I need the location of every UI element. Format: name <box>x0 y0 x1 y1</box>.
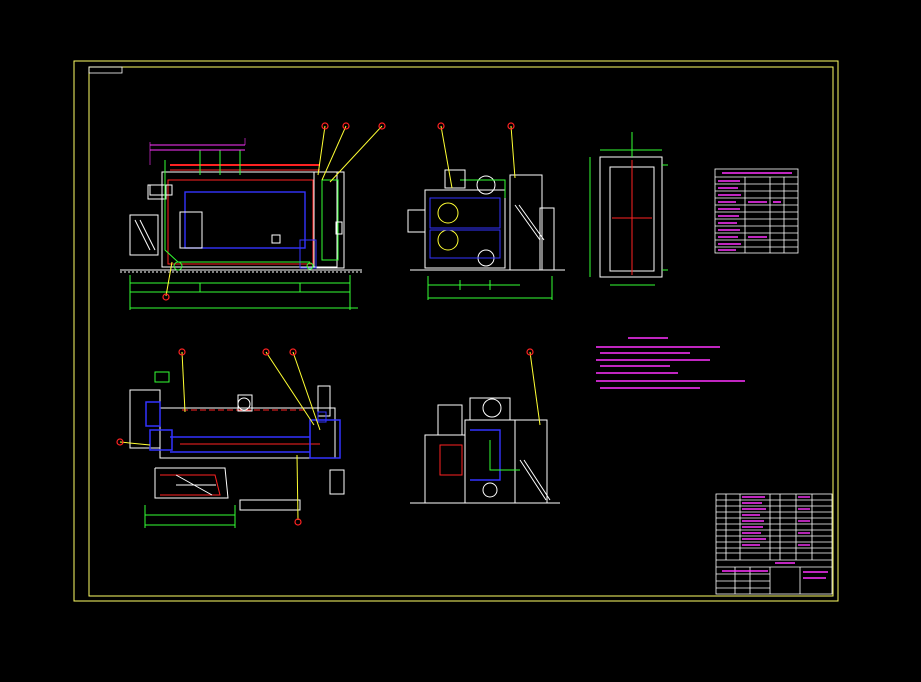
furnace-section-view <box>589 132 668 286</box>
side-elevation-balloons <box>437 122 515 130</box>
balloon <box>116 438 124 446</box>
plan-view-balloons <box>116 348 302 526</box>
side-elevation-view <box>407 125 565 300</box>
balloon <box>162 293 170 301</box>
balloon <box>526 348 534 356</box>
rear-elevation-balloons <box>526 348 534 356</box>
balloon <box>289 348 297 356</box>
parameter-table <box>714 168 799 254</box>
sheet-frame <box>73 60 839 602</box>
plan-view <box>119 351 345 528</box>
technical-notes <box>596 337 745 389</box>
balloon <box>378 122 386 130</box>
balloon <box>507 122 515 130</box>
balloon <box>262 348 270 356</box>
balloon <box>342 122 350 130</box>
front-elevation-balloons <box>162 122 386 301</box>
front-elevation-view <box>120 125 383 310</box>
balloon <box>437 122 445 130</box>
balloon <box>321 122 329 130</box>
balloon <box>178 348 186 356</box>
rear-elevation-view <box>410 351 560 504</box>
balloon <box>294 518 302 526</box>
title-block <box>715 493 833 595</box>
